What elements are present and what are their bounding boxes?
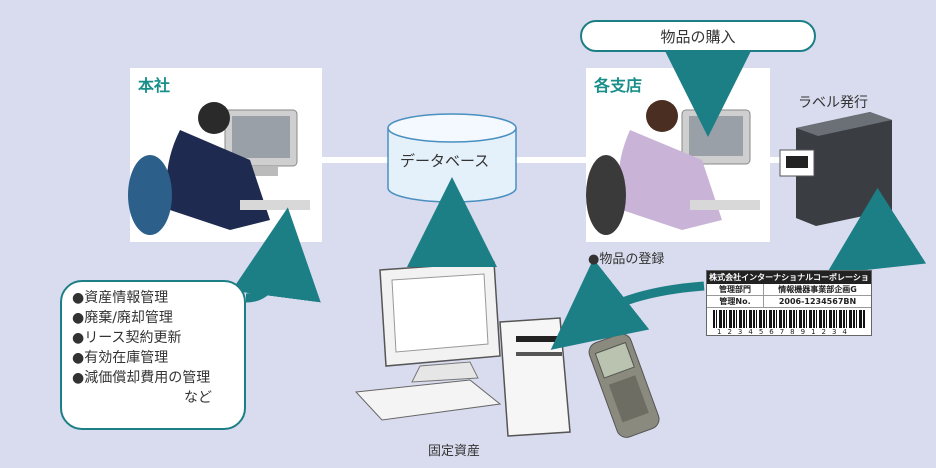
function-item: 資産情報管理 — [72, 288, 236, 308]
arrow-icon — [231, 207, 321, 303]
purchase-pill: 物品の購入 — [580, 20, 816, 52]
asset-label-card: 株式会社インターナショナルコーポレーション 管理部門 情報機器事業部企画G 管理… — [706, 270, 872, 336]
headquarters-photo — [128, 68, 322, 242]
functions-suffix: など — [184, 390, 212, 406]
function-item: 有効在庫管理 — [72, 348, 236, 368]
label-printer-icon — [779, 112, 892, 226]
branch-title: 各支店 — [594, 76, 643, 95]
database-label: データベース — [400, 152, 490, 170]
asset-label-value: 2006-1234567BN — [778, 297, 857, 306]
barcode-digits: 1234567891234 — [717, 328, 853, 336]
asset-label-company: 株式会社インターナショナルコーポレーション — [707, 271, 871, 295]
label-printer-caption: ラベル発行 — [798, 95, 868, 111]
register-caption: ●物品の登録 — [588, 252, 665, 267]
function-item: リース契約更新 — [72, 328, 236, 348]
fixed-asset-caption: 固定資産 — [428, 444, 481, 459]
asset-label-key: 管理No. — [707, 296, 764, 307]
asset-label-row: 管理No. 2006-1234567BN — [707, 296, 871, 308]
function-item: 減価償却費用の管理 — [72, 368, 236, 388]
arrow-icon — [826, 187, 927, 275]
arrow-icon — [550, 258, 705, 350]
desktop-pc-icon — [354, 261, 571, 437]
asset-label-key: 管理部門 — [707, 284, 764, 295]
asset-label-value: 情報機器事業部企画G — [778, 285, 857, 294]
office-worker-icon — [128, 102, 310, 235]
barcode-bars — [713, 310, 865, 328]
headquarters-title: 本社 — [138, 76, 171, 95]
functions-callout: 資産情報管理 廃棄/廃却管理 リース契約更新 有効在庫管理 減価償却費用の管理 … — [60, 280, 246, 430]
barcode-scanner-icon — [588, 333, 660, 438]
asset-label-row: 管理部門 情報機器事業部企画G — [707, 284, 871, 296]
function-item: 廃棄/廃却管理 — [72, 308, 236, 328]
